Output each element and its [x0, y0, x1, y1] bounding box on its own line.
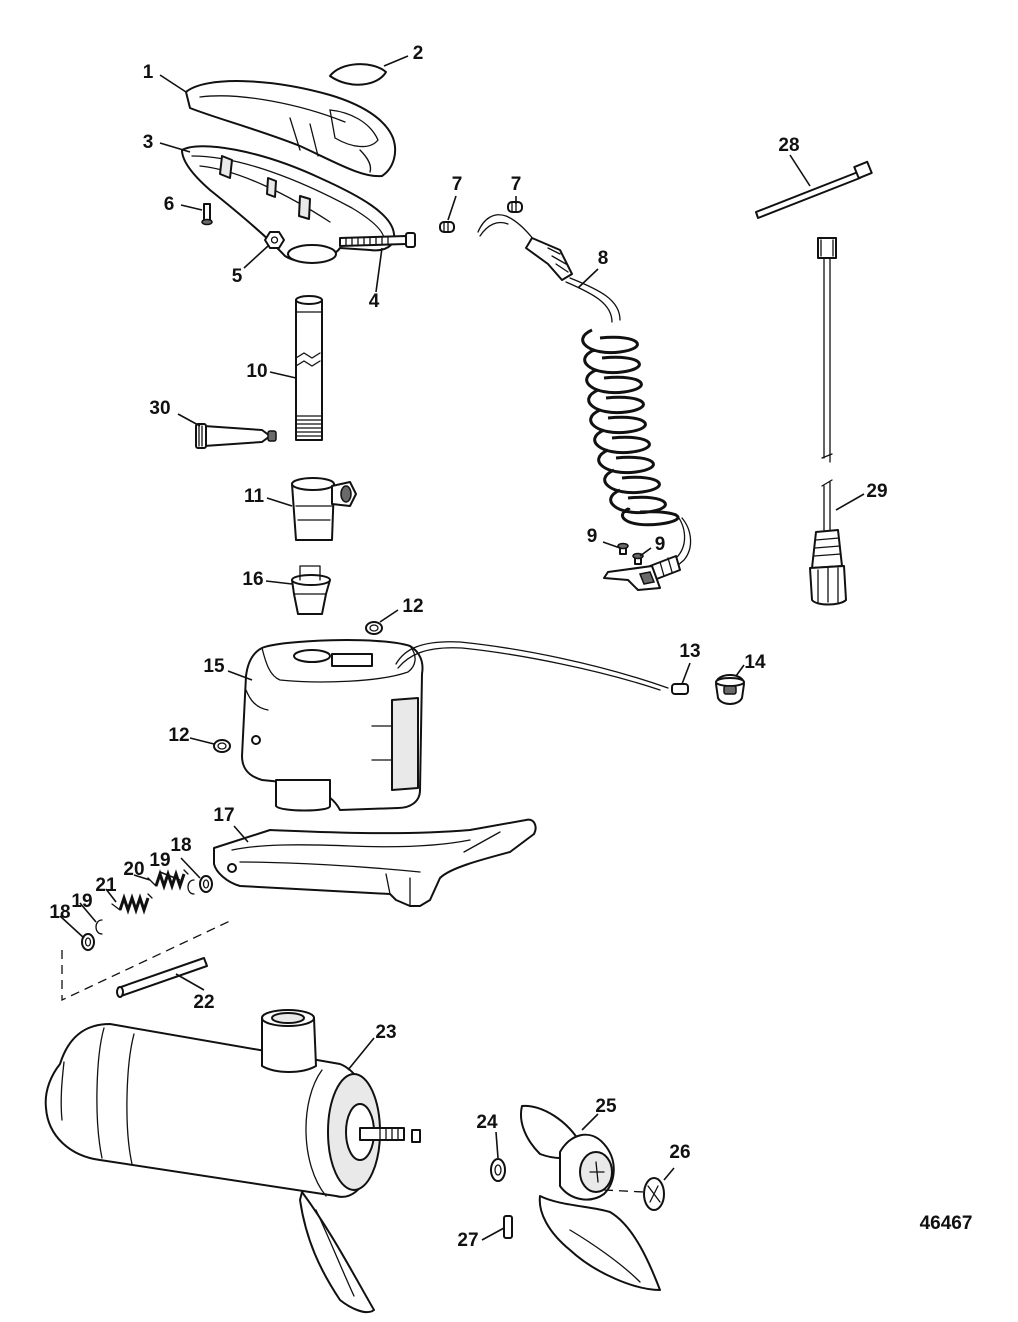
- callout-5: 5: [232, 266, 243, 287]
- part-motor: [44, 1009, 421, 1314]
- callout-2: 2: [413, 43, 424, 64]
- part-cable-end-left: [439, 221, 455, 233]
- shaft-alignment-line: [603, 1189, 645, 1193]
- diagram-reference-number: 46467: [920, 1213, 973, 1234]
- part-connector-pin: [671, 683, 689, 695]
- assembly-bracket: [61, 919, 233, 1002]
- part-prop-nut: [643, 1177, 665, 1211]
- part-spring-right: [147, 869, 189, 891]
- part-cable-tie: [755, 160, 873, 219]
- part-control-cable: [395, 641, 669, 691]
- callout-18-right: 18: [170, 835, 191, 856]
- part-drive-pin: [503, 1215, 513, 1239]
- part-cap: [329, 63, 387, 86]
- part-cable-end-right: [507, 201, 523, 213]
- callout-26: 26: [669, 1142, 690, 1163]
- callout-25: 25: [595, 1096, 617, 1117]
- callout-7-right: 7: [511, 174, 522, 195]
- callout-12-upper: 12: [402, 596, 423, 617]
- callout-21: 21: [95, 875, 117, 896]
- callout-23: 23: [375, 1022, 396, 1043]
- part-knob: [715, 674, 745, 705]
- callout-18-left: 18: [49, 902, 70, 923]
- part-power-cable: [809, 237, 847, 606]
- callout-8: 8: [598, 248, 609, 269]
- callout-30: 30: [149, 398, 170, 419]
- callout-labels: 1 2 3 4 5 6 7 7 8 9 9 10 11 12 12 13 14 …: [49, 43, 972, 1251]
- part-screw-right: [632, 552, 644, 565]
- callout-15: 15: [203, 656, 225, 677]
- callout-1: 1: [143, 62, 154, 83]
- part-lever-arm: [213, 818, 537, 907]
- callout-13: 13: [679, 641, 700, 662]
- callout-27: 27: [457, 1230, 478, 1251]
- part-plug-lower: [213, 739, 231, 753]
- part-shaft: [295, 295, 323, 441]
- part-clip-right: [187, 879, 195, 895]
- callout-14: 14: [744, 652, 766, 673]
- callout-16: 16: [242, 569, 263, 590]
- callout-3: 3: [143, 132, 154, 153]
- part-control-box: [241, 639, 424, 812]
- part-top-cover: [185, 80, 397, 178]
- part-washer-right: [199, 875, 213, 893]
- part-grease-tube: [195, 423, 277, 449]
- part-propeller: [520, 1104, 661, 1291]
- part-screw-small: [201, 203, 213, 226]
- part-nut: [264, 231, 285, 249]
- part-clip-left: [95, 919, 103, 935]
- part-bushing: [291, 565, 331, 615]
- part-coil-cord: [477, 214, 692, 591]
- callout-6: 6: [164, 194, 175, 215]
- callout-10: 10: [246, 361, 267, 382]
- callout-20: 20: [123, 859, 144, 880]
- callout-7-left: 7: [452, 174, 463, 195]
- callout-19-left: 19: [71, 891, 92, 912]
- callout-9-left: 9: [587, 526, 598, 547]
- callout-4: 4: [369, 291, 380, 312]
- part-prop-washer: [490, 1158, 506, 1182]
- callout-22: 22: [193, 992, 214, 1013]
- part-washer-left: [81, 933, 95, 951]
- callout-19-right: 19: [149, 850, 170, 871]
- callout-24: 24: [476, 1112, 498, 1133]
- callout-11: 11: [244, 486, 265, 507]
- callout-28: 28: [778, 135, 799, 156]
- part-collar: [291, 477, 357, 541]
- part-bolt: [339, 232, 416, 248]
- callout-9-right: 9: [655, 534, 666, 555]
- part-pivot-pin: [116, 957, 208, 998]
- leader-lines: [59, 55, 865, 1241]
- callout-29: 29: [866, 481, 887, 502]
- callout-12-lower: 12: [168, 725, 189, 746]
- part-spring-left: [111, 893, 153, 915]
- part-plug-upper: [365, 621, 383, 635]
- callout-17: 17: [213, 805, 234, 826]
- part-screw-left: [617, 542, 629, 555]
- part-housing-base: [181, 145, 396, 264]
